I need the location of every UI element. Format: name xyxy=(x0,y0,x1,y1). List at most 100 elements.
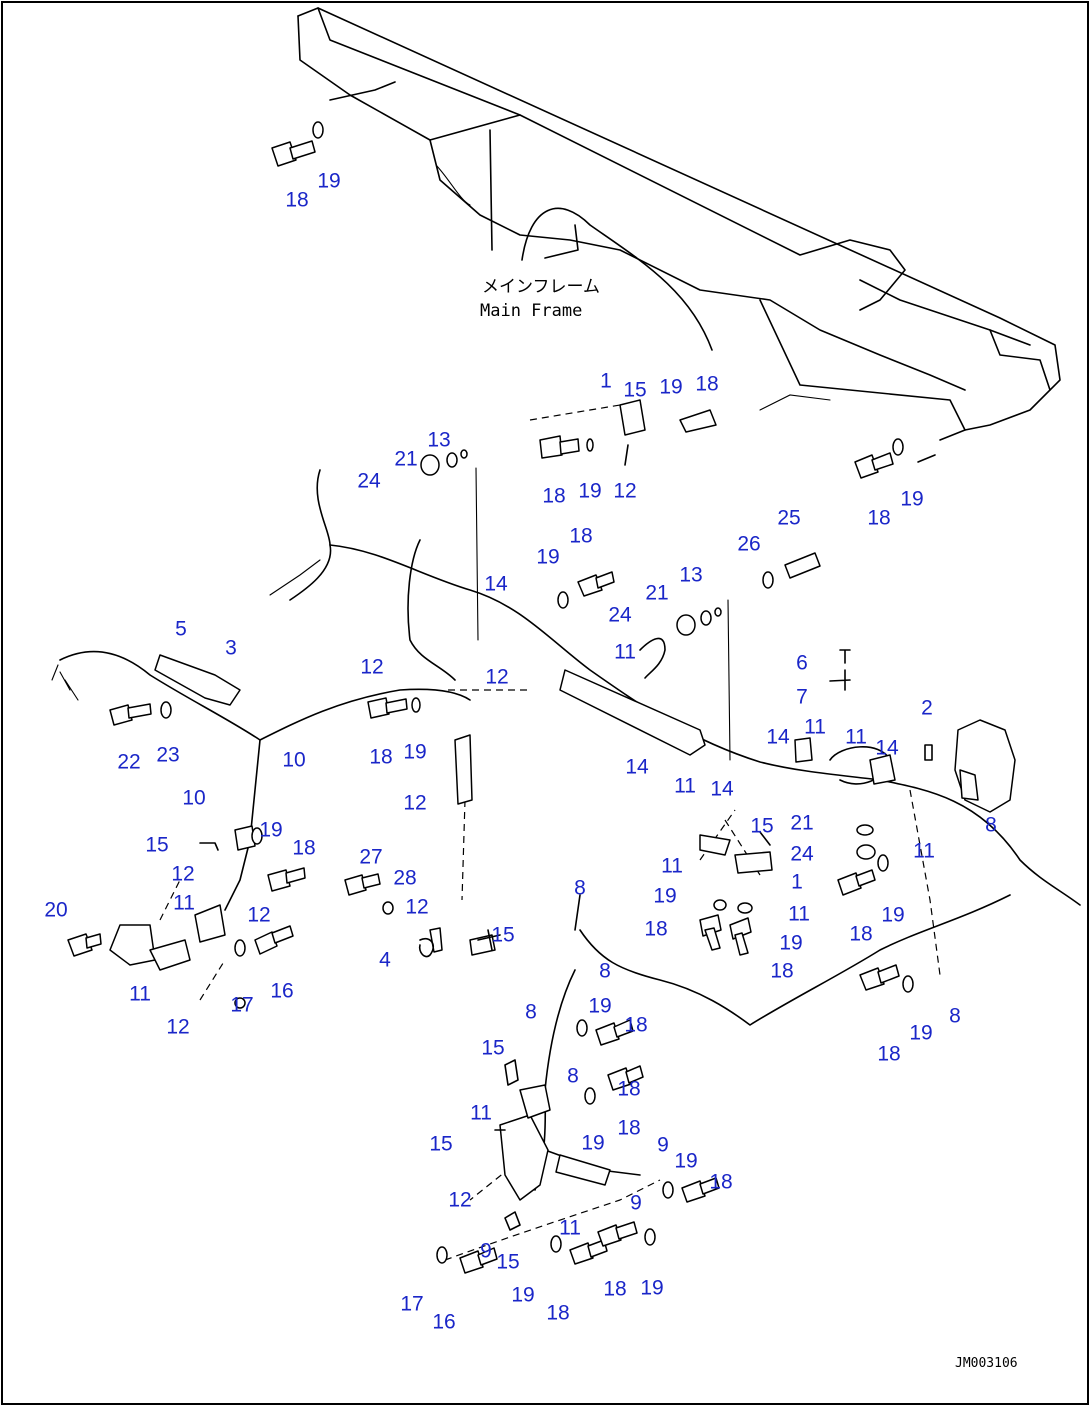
part-callout-15: 15 xyxy=(481,1037,504,1060)
part-callout-11: 11 xyxy=(559,1217,581,1240)
part-callout-17: 17 xyxy=(230,994,253,1017)
part-callout-12: 12 xyxy=(405,896,428,919)
part-callout-19: 19 xyxy=(653,885,676,908)
part-callout-18: 18 xyxy=(569,525,592,548)
part-callout-12: 12 xyxy=(485,666,508,689)
part-callout-3: 3 xyxy=(225,637,237,660)
part-callout-22: 22 xyxy=(117,751,140,774)
part-callout-18: 18 xyxy=(695,373,718,396)
part-callout-26: 26 xyxy=(737,533,760,556)
part-callout-19: 19 xyxy=(640,1277,663,1300)
part-callout-13: 13 xyxy=(427,429,450,452)
wire-harness xyxy=(51,469,1081,1191)
part-callout-18: 18 xyxy=(292,837,315,860)
part-callout-13: 13 xyxy=(679,564,702,587)
part-callout-9: 9 xyxy=(657,1134,669,1157)
part-callout-17: 17 xyxy=(400,1293,423,1316)
part-callout-15: 15 xyxy=(750,815,773,838)
part-callout-8: 8 xyxy=(567,1065,579,1088)
part-callout-18: 18 xyxy=(617,1117,640,1140)
part-callout-15: 15 xyxy=(496,1251,519,1274)
part-callout-15: 15 xyxy=(145,834,168,857)
part-callout-8: 8 xyxy=(949,1005,961,1028)
part-callout-5: 5 xyxy=(175,618,187,641)
part-callout-18: 18 xyxy=(770,960,793,983)
part-callout-18: 18 xyxy=(709,1171,732,1194)
washer-parts xyxy=(160,121,914,1264)
part-callout-19: 19 xyxy=(779,932,802,955)
part-callout-14: 14 xyxy=(484,573,508,596)
part-callout-11: 11 xyxy=(804,716,826,739)
part-callout-8: 8 xyxy=(574,877,586,900)
bracket-parts xyxy=(109,399,1016,1201)
part-callout-12: 12 xyxy=(166,1016,189,1039)
part-callout-20: 20 xyxy=(44,899,67,922)
part-callout-6: 6 xyxy=(796,652,808,675)
part-callout-19: 19 xyxy=(259,819,282,842)
part-callout-12: 12 xyxy=(448,1189,471,1212)
part-callout-21: 21 xyxy=(394,448,417,471)
drawing-code: JM003106 xyxy=(955,1356,1018,1371)
part-callout-19: 19 xyxy=(674,1150,697,1173)
part-callout-21: 21 xyxy=(645,582,668,605)
part-callout-15: 15 xyxy=(429,1133,452,1156)
part-callout-7: 7 xyxy=(796,686,808,709)
part-callout-9: 9 xyxy=(630,1192,642,1215)
part-callout-12: 12 xyxy=(171,863,194,886)
part-callout-11: 11 xyxy=(129,983,151,1006)
part-callout-4: 4 xyxy=(379,949,391,972)
part-callout-11: 11 xyxy=(661,855,683,878)
main-frame-outline xyxy=(297,7,1061,441)
main-frame-label-en: Main Frame xyxy=(480,301,582,321)
part-callout-18: 18 xyxy=(877,1043,900,1066)
part-callout-24: 24 xyxy=(357,470,381,493)
part-callout-8: 8 xyxy=(599,960,611,983)
part-callout-18: 18 xyxy=(849,923,872,946)
part-callout-1: 1 xyxy=(600,370,612,393)
part-callout-12: 12 xyxy=(403,792,426,815)
part-callout-15: 15 xyxy=(623,379,646,402)
part-callout-11: 11 xyxy=(674,775,696,798)
part-callout-2: 2 xyxy=(921,697,933,720)
part-callout-12: 12 xyxy=(247,904,270,927)
part-callout-15: 15 xyxy=(491,924,514,947)
part-callout-11: 11 xyxy=(845,726,867,749)
part-callout-19: 19 xyxy=(881,904,904,927)
part-callout-24: 24 xyxy=(608,604,632,627)
part-callout-12: 12 xyxy=(360,656,383,679)
bolt-parts xyxy=(67,140,900,1274)
part-callout-11: 11 xyxy=(913,840,935,863)
part-callout-10: 10 xyxy=(282,749,305,772)
part-callout-8: 8 xyxy=(525,1001,537,1024)
part-callout-28: 28 xyxy=(393,867,416,890)
part-callout-19: 19 xyxy=(317,170,340,193)
part-callout-19: 19 xyxy=(900,488,923,511)
part-callout-14: 14 xyxy=(766,726,790,749)
part-callout-19: 19 xyxy=(659,376,682,399)
part-callout-19: 19 xyxy=(578,480,601,503)
part-callout-24: 24 xyxy=(790,843,814,866)
part-callout-21: 21 xyxy=(790,812,813,835)
part-callout-27: 27 xyxy=(359,846,382,869)
part-callout-18: 18 xyxy=(867,507,890,530)
part-callout-18: 18 xyxy=(369,746,392,769)
part-callout-23: 23 xyxy=(156,744,179,767)
part-callout-16: 16 xyxy=(432,1311,455,1334)
part-callout-18: 18 xyxy=(546,1302,569,1325)
part-callout-18: 18 xyxy=(617,1078,640,1101)
part-callout-10: 10 xyxy=(182,787,205,810)
part-callout-9: 9 xyxy=(480,1240,492,1263)
main-frame-label-jp: メインフレーム xyxy=(482,277,600,297)
part-callout-14: 14 xyxy=(875,737,899,760)
part-callout-12: 12 xyxy=(613,480,636,503)
part-callout-11: 11 xyxy=(788,903,810,926)
part-callout-8: 8 xyxy=(985,814,997,837)
part-callout-18: 18 xyxy=(542,485,565,508)
part-callout-18: 18 xyxy=(644,918,667,941)
part-callout-14: 14 xyxy=(625,756,649,779)
part-callout-1: 1 xyxy=(791,871,803,894)
part-callout-19: 19 xyxy=(909,1022,932,1045)
clip-parts xyxy=(199,444,936,1231)
